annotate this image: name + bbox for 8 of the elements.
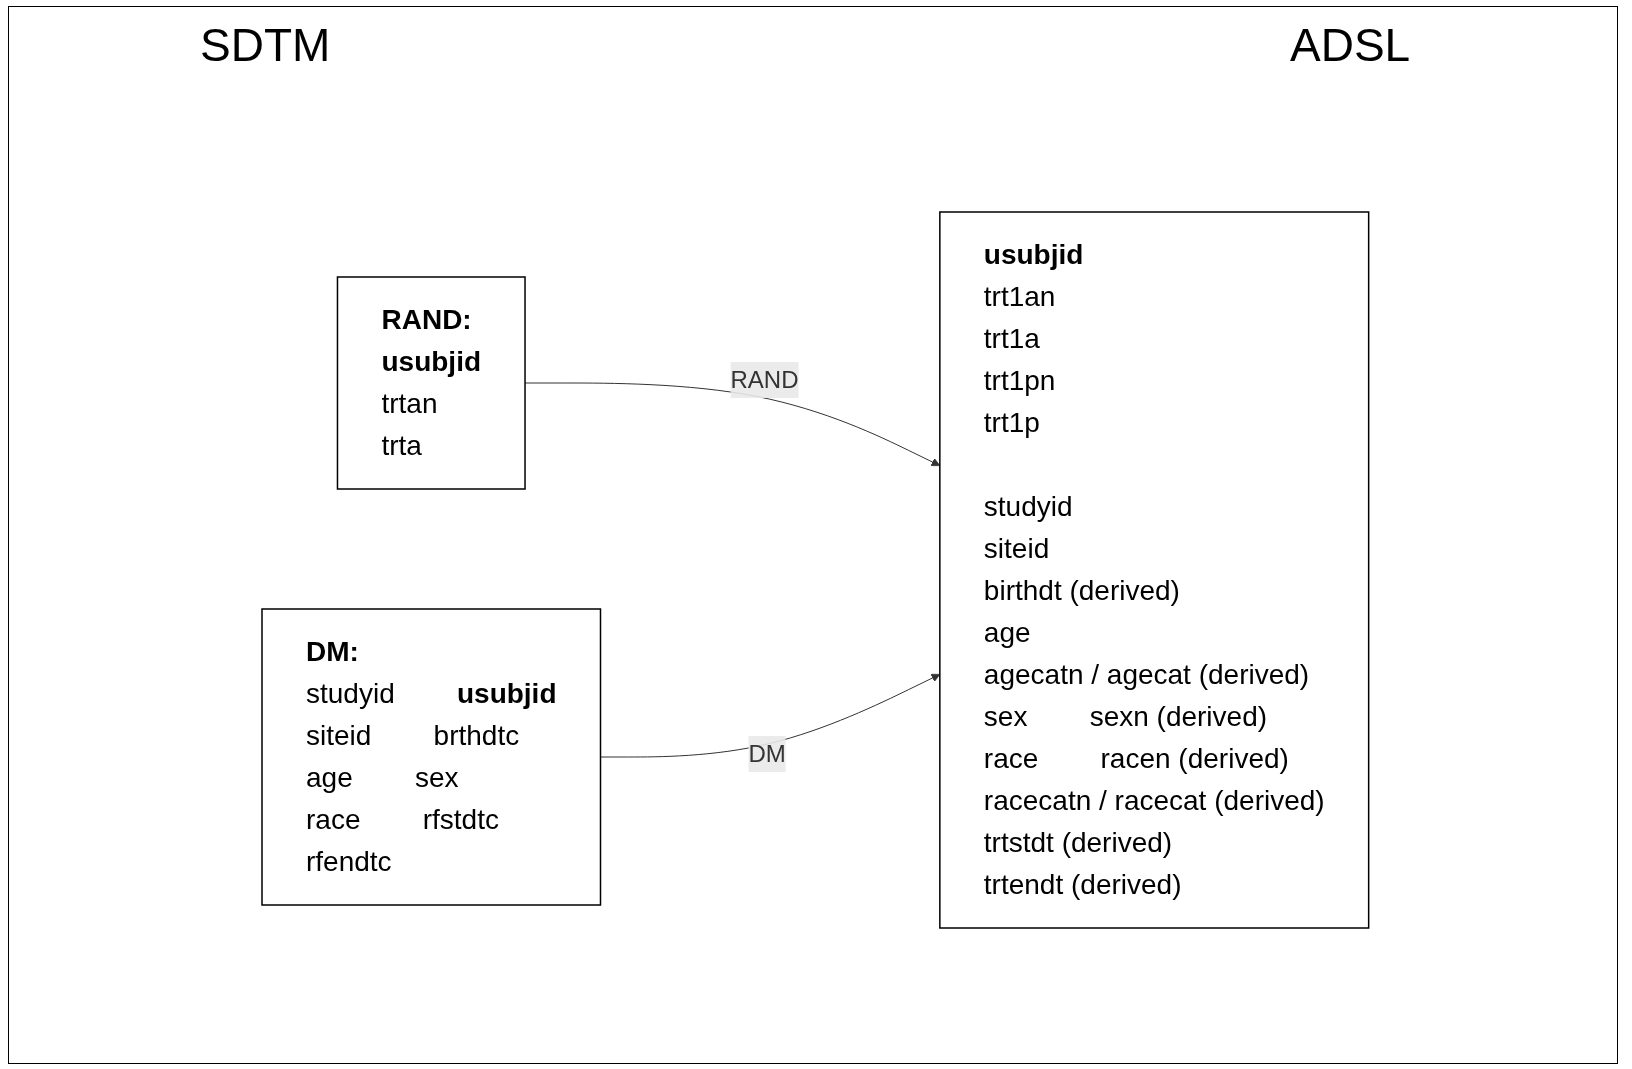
column-heading: SDTM	[200, 18, 331, 72]
column-heading: ADSL	[1290, 18, 1411, 72]
node-box: DM: studyid usubjid siteid brthdtc age sex race rfstdtc rfendtc	[260, 608, 601, 906]
edge-label: DM	[748, 740, 786, 767]
node-box: usubjid trt1an trt1a trt1pn trt1p studyid siteid birthdt (derived) age agecatn / agecat (derived) sex sexn (derived) race racen (derived) racecatn / racecat (derived) trtstdt (derived) trtendt (derived)	[938, 211, 1370, 929]
arrow	[524, 382, 940, 467]
edge-label: RAND	[730, 366, 799, 393]
node-box: RAND: usubjid trtan trta	[336, 276, 526, 490]
